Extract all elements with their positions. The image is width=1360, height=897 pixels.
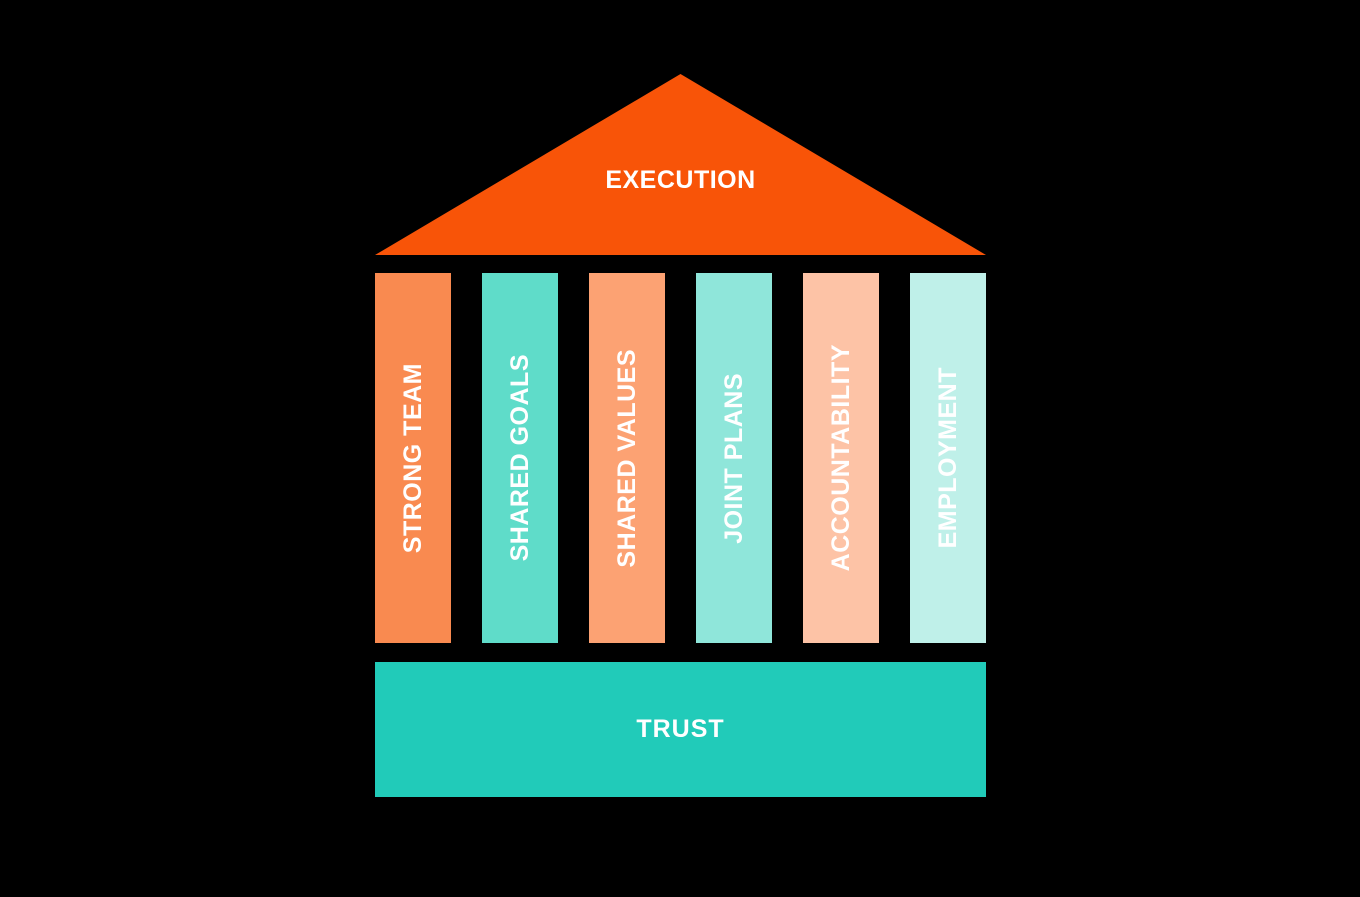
pillars-row: STRONG TEAM SHARED GOALS SHARED VALUES J… xyxy=(375,273,986,643)
pillar-shared-goals: SHARED GOALS xyxy=(482,273,558,643)
pillar-label: SHARED VALUES xyxy=(612,348,641,568)
pillar-label: STRONG TEAM xyxy=(398,362,427,554)
house-diagram: EXECUTION STRONG TEAM SHARED GOALS SHARE… xyxy=(375,74,986,797)
pillar-label: JOINT PLANS xyxy=(719,372,748,544)
roof-label: EXECUTION xyxy=(605,166,756,194)
pillar-label: EMPLOYMENT xyxy=(933,367,962,549)
pillar-label: SHARED GOALS xyxy=(505,354,534,562)
pillar-joint-plans: JOINT PLANS xyxy=(696,273,772,643)
pillar-label: ACCOUNTABILITY xyxy=(826,344,855,572)
roof-triangle xyxy=(375,74,986,255)
pillar-strong-team: STRONG TEAM xyxy=(375,273,451,643)
foundation-bar: TRUST xyxy=(375,662,986,797)
pillar-accountability: ACCOUNTABILITY xyxy=(803,273,879,643)
pillar-shared-values: SHARED VALUES xyxy=(589,273,665,643)
foundation-label: TRUST xyxy=(636,715,725,743)
pillar-employment: EMPLOYMENT xyxy=(910,273,986,643)
